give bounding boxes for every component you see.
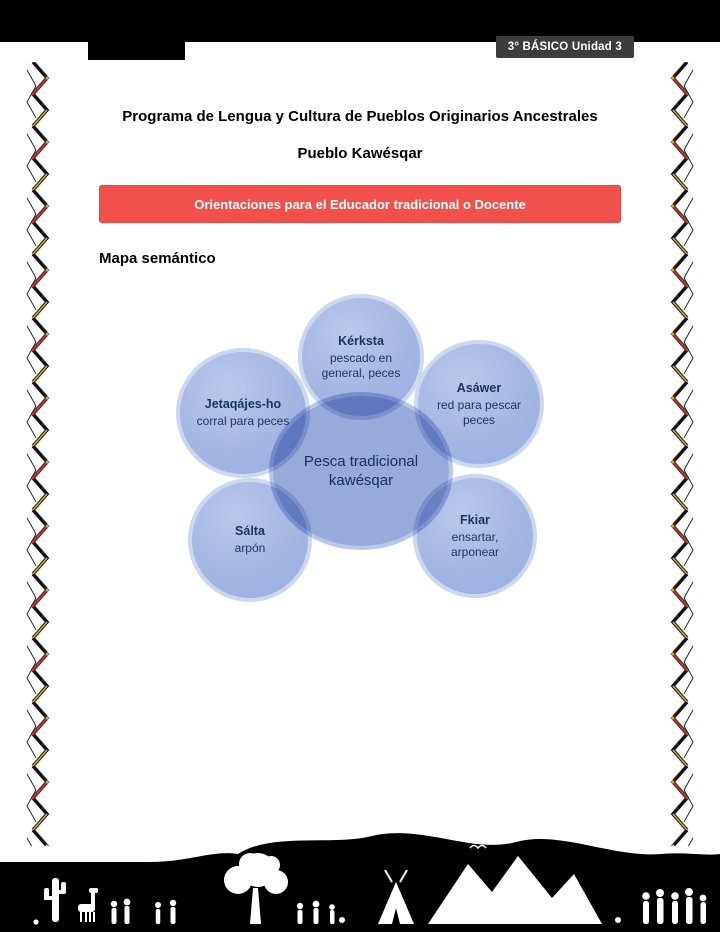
top-left-tab [88,42,185,60]
node-term: Fkiar [460,512,490,527]
node-definition: pescado en general, peces [321,350,401,380]
diagram-node-kerksta: Kérksta pescado en general, peces [298,294,424,420]
node-definition: corral para peces [196,414,290,428]
diagram-node-jetaqajes-ho: Jetaqájes-ho corral para peces [176,348,310,478]
node-term: Asáwer [456,380,502,395]
node-definition: red para pescar peces [436,397,522,427]
node-term: Jetaqájes-ho [204,397,282,411]
document-title: Programa de Lengua y Cultura de Pueblos … [122,108,598,125]
right-border-ornament [666,62,696,846]
document-subtitle: Pueblo Kawésqar [297,145,423,162]
left-border-ornament [24,62,54,846]
footer-band [0,820,720,932]
node-term: Sálta [235,524,265,538]
node-term: Kérksta [338,333,384,348]
section-heading: Mapa semántico [99,250,216,267]
node-definition: arpón [234,541,266,555]
unit-badge: 3° BÁSICO Unidad 3 [495,36,634,58]
center-label: Pesca tradicional kawésqar [303,452,419,490]
footer-silhouette-art [0,833,720,932]
semantic-map-diagram: Kérksta pescado en general, peces Jetaqá… [170,292,552,614]
diagram-center-node: Pesca tradicional kawésqar [269,392,453,550]
node-definition: ensartar, arponear [450,529,500,559]
diagram-node-asawer: Asáwer red para pescar peces [414,340,544,468]
orientation-banner: Orientaciones para el Educador tradicion… [99,185,621,223]
top-bar [0,0,720,42]
